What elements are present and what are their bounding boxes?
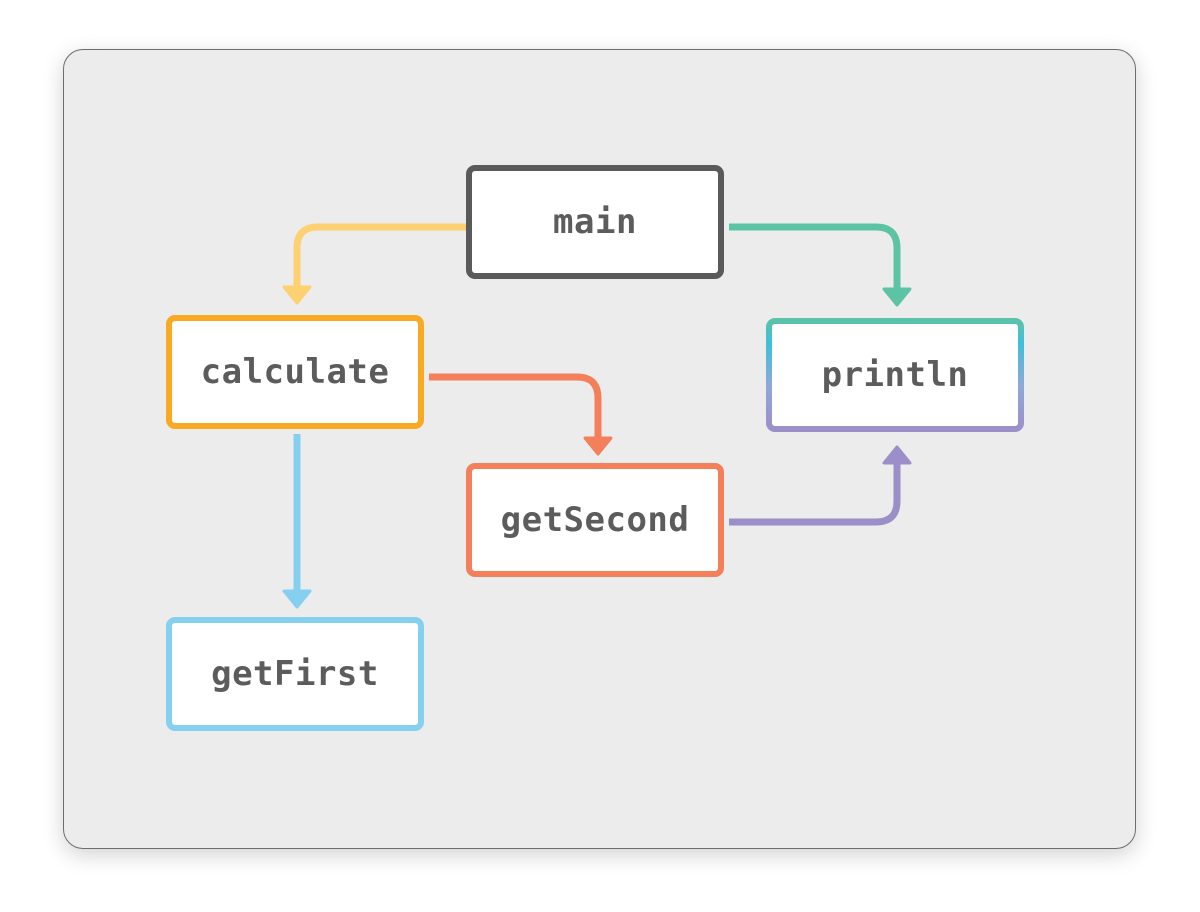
node-println-label: println xyxy=(821,355,969,395)
node-main-label: main xyxy=(553,202,637,242)
node-main[interactable]: main xyxy=(466,165,724,279)
node-getfirst[interactable]: getFirst xyxy=(166,617,424,731)
node-getsecond[interactable]: getSecond xyxy=(466,463,724,577)
node-getsecond-label: getSecond xyxy=(500,500,690,540)
node-calculate-label: calculate xyxy=(200,352,390,392)
node-getfirst-label: getFirst xyxy=(211,654,379,694)
node-calculate[interactable]: calculate xyxy=(166,315,424,429)
node-println[interactable]: println xyxy=(766,318,1024,432)
